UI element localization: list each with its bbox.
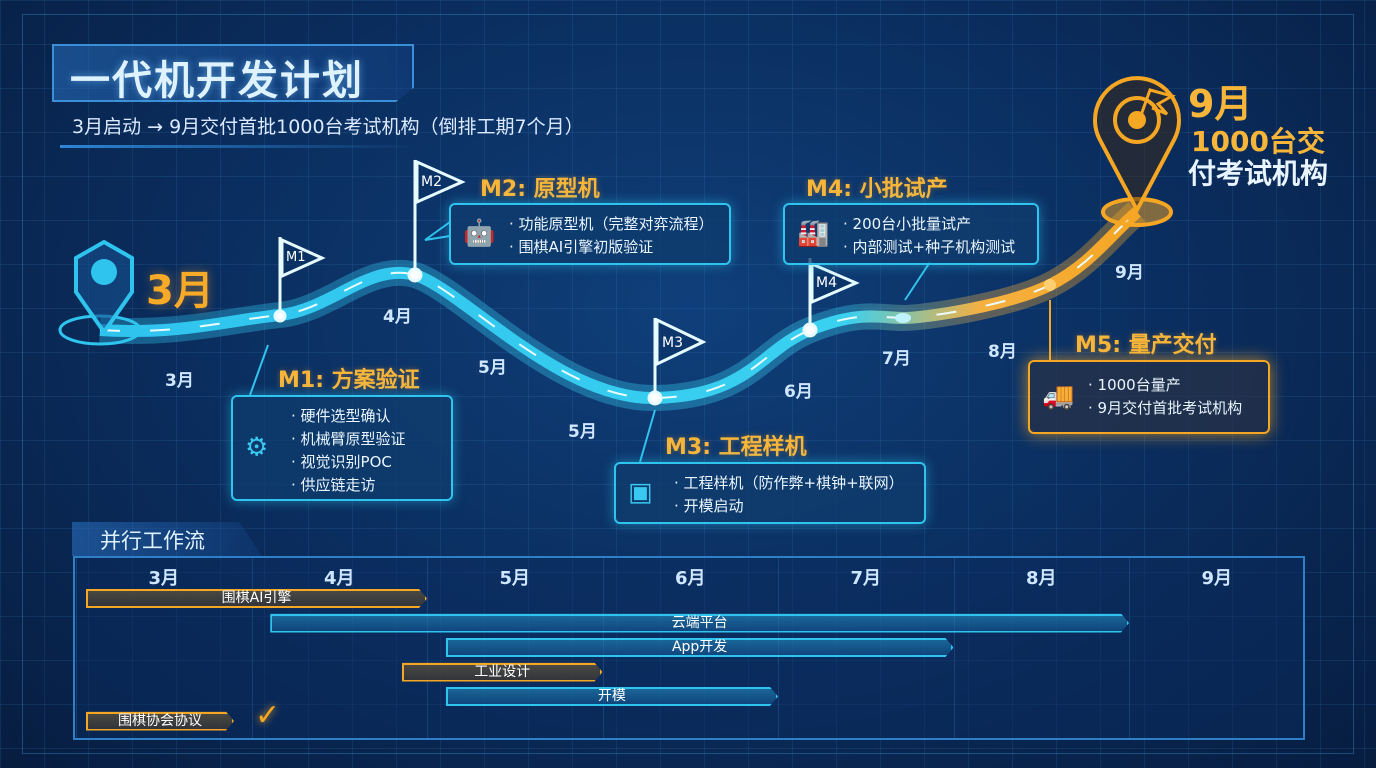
milestone-item: · 200台小批量试产 — [843, 215, 972, 233]
gantt-bar: 围棋协会协议 — [86, 712, 234, 731]
gantt-month-label: 4月 — [323, 568, 355, 589]
milestone-box-m3: ▣ · 工程样机（防作弊+棋钟+联网） · 开模启动 — [614, 462, 926, 524]
gantt-gridline — [1129, 558, 1130, 738]
gantt-bar: App开发 — [446, 638, 954, 657]
milestone-title-m1: M1: 方案验证 — [278, 368, 420, 393]
gantt-gridline — [953, 558, 955, 738]
chip-icon: ▣ — [628, 477, 653, 508]
page-title: 一代机开发计划 — [70, 58, 364, 104]
gantt-gridline — [76, 558, 77, 738]
milestone-item: · 内部测试+种子机构测试 — [843, 238, 1016, 256]
callout-pointers — [249, 221, 1051, 463]
path-month-label: 8月 — [988, 342, 1017, 362]
gantt-month-label: 3月 — [148, 568, 180, 589]
end-line-3: 付考试机构 — [1188, 157, 1329, 190]
gantt-bar: 开模 — [446, 687, 778, 706]
flag-label-m3: M3 — [662, 335, 683, 351]
milestone-box-m4: 🏭 · 200台小批量试产 · 内部测试+种子机构测试 — [783, 203, 1039, 265]
m5-point — [1044, 279, 1056, 291]
path-month-label: 9月 — [1115, 263, 1144, 283]
milestone-item: · 硬件选型确认 — [291, 407, 391, 425]
flag-label-m2: M2 — [421, 174, 442, 190]
subtitle-underline — [60, 145, 420, 148]
check-icon: ✓ — [255, 698, 281, 733]
gantt-bar: 工业设计 — [402, 663, 603, 682]
end-month: 9月 — [1188, 82, 1253, 126]
gantt-month-label: 9月 — [1201, 568, 1233, 589]
start-month-label: 3月 — [146, 268, 214, 314]
page-subtitle: 3月启动 → 9月交付首批1000台考试机构（倒排工期7个月） — [72, 116, 584, 138]
title-panel — [52, 44, 414, 102]
factory-icon: 🏭 — [797, 218, 830, 249]
gantt-month-label: 7月 — [850, 568, 882, 589]
milestone-title-m4: M4: 小批试产 — [806, 177, 948, 202]
milestone-box-m1: ⚙ · 硬件选型确认 · 机械臂原型验证 · 视觉识别POC · 供应链走访 — [231, 395, 453, 501]
path-month-label: 3月 — [165, 371, 194, 391]
path-month-label: 4月 — [383, 307, 412, 327]
milestone-title-m3: M3: 工程样机 — [665, 435, 807, 460]
flag-label-m1: M1 — [286, 250, 306, 265]
robot-icon: 🤖 — [463, 218, 496, 249]
milestone-item: · 机械臂原型验证 — [291, 430, 406, 448]
milestone-item: · 围棋AI引擎初版验证 — [509, 238, 654, 256]
path-month-label: 5月 — [568, 422, 597, 442]
milestone-item: · 9月交付首批考试机构 — [1088, 399, 1243, 417]
outer-frame — [22, 14, 1354, 754]
target-pin-icon — [1093, 76, 1181, 215]
milestone-item: · 1000台量产 — [1088, 376, 1181, 394]
gantt-month-label: 5月 — [499, 568, 531, 589]
path-month-label: 5月 — [478, 358, 507, 378]
milestone-title-m5: M5: 量产交付 — [1075, 333, 1217, 358]
gantt-title: 并行工作流 — [72, 522, 262, 556]
gantt-chart: 3月 4月 5月 6月 7月 8月 9月围棋AI引擎云端平台 App开发工业设计开模围棋协会协… — [73, 556, 1305, 740]
flag-label-m4: M4 — [816, 275, 837, 291]
milestone-item: · 开模启动 — [674, 497, 744, 515]
path-month-label: 7月 — [882, 349, 911, 369]
path-month-label: 6月 — [784, 382, 813, 402]
milestone-item: · 视觉识别POC — [291, 453, 392, 471]
gantt-month-label: 8月 — [1025, 568, 1057, 589]
gantt-gridline — [251, 558, 253, 738]
m4-point — [895, 313, 911, 323]
milestone-item: · 功能原型机（完整对弈流程） — [509, 215, 714, 233]
flags — [273, 159, 860, 406]
milestone-title-m2: M2: 原型机 — [480, 177, 600, 202]
gantt-bar: 云端平台 — [270, 614, 1129, 633]
gears-icon: ⚙ — [245, 432, 269, 463]
gantt-bar: 围棋AI引擎 — [86, 589, 427, 608]
end-goal-label: 9月 1000台交 付考试机构 — [1188, 82, 1328, 190]
gantt-gridline — [427, 558, 428, 738]
milestone-item: · 供应链走访 — [291, 476, 376, 494]
start-hexagon-icon — [74, 239, 134, 336]
milestone-item: · 工程样机（防作弊+棋钟+联网） — [674, 474, 904, 492]
gantt-month-label: 6月 — [674, 568, 706, 589]
milestone-box-m2: 🤖 · 功能原型机（完整对弈流程） · 围棋AI引擎初版验证 — [449, 203, 731, 265]
truck-icon: 🚚 — [1042, 381, 1075, 412]
milestone-box-m5: 🚚 · 1000台量产 · 9月交付首批考试机构 — [1028, 360, 1270, 434]
end-line-2: 1000台交 — [1191, 125, 1325, 158]
